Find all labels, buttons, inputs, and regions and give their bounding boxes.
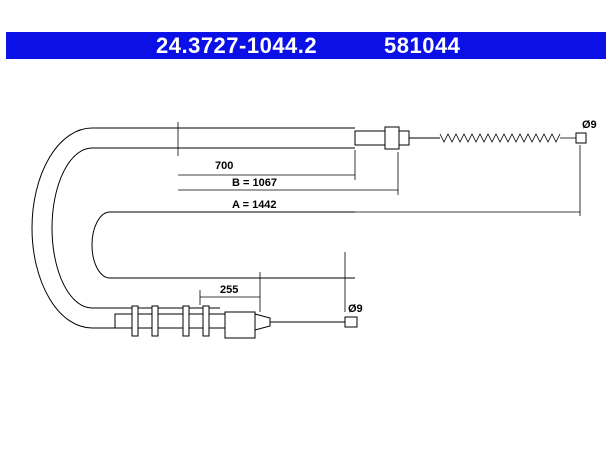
bottom-fitting [114, 305, 358, 339]
reference-number: 581044 [384, 33, 461, 58]
dimension-lines [177, 122, 581, 312]
top-fitting [354, 126, 587, 150]
dimension-b: B = 1067 [232, 177, 277, 189]
diameter-bottom: Ø9 [348, 303, 363, 315]
dimension-255: 255 [220, 284, 238, 296]
sheath-outer-path [31, 127, 355, 329]
dimension-a: A = 1442 [232, 199, 277, 211]
top-spring [439, 133, 576, 143]
diameter-top: Ø9 [582, 119, 597, 131]
sheath-outer-inner-path [51, 147, 355, 309]
header-bar: 24.3727-1044.2 581044 [6, 32, 606, 59]
part-number: 24.3727-1044.2 [156, 33, 318, 58]
dimension-700: 700 [215, 160, 233, 172]
sheath-inner-path [91, 211, 355, 279]
